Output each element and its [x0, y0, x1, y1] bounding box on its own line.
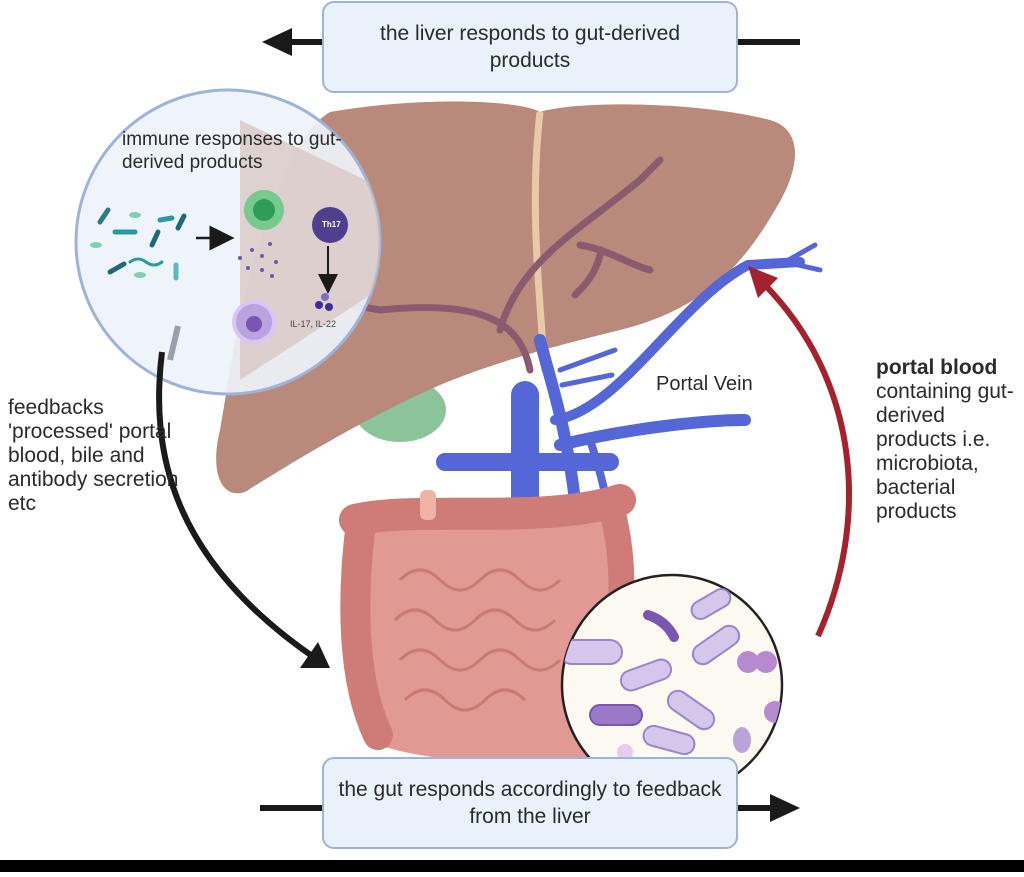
th17-label: Th17: [322, 220, 341, 229]
bottom-black-bar: [0, 860, 1024, 872]
hepatic-vessels: [316, 156, 664, 374]
portal-blood-annotation: portal blood containing gut-derived prod…: [876, 356, 1024, 524]
feedback-annotation: feedbacks 'processed' portal blood, bile…: [8, 396, 179, 515]
gut-response-box: the gut responds accordingly to feedback…: [322, 757, 738, 849]
cytokine-dots: [315, 293, 333, 311]
liver-to-gut-arrow: [156, 351, 320, 663]
immune-response-inset: [74, 88, 382, 396]
gut-to-liver-arrow: [759, 279, 852, 638]
th17-cell: [312, 207, 348, 243]
portal-blood-heading: portal blood: [876, 356, 998, 379]
inset-title: immune responses to gut-derived products: [122, 129, 342, 173]
macrophage-cell: [244, 190, 284, 230]
gut-bacteria-icons: [90, 207, 187, 281]
portal-blood-description: containing gut-derived products i.e. mic…: [876, 380, 1014, 523]
liver-response-box: the liver responds to gut-derived produc…: [322, 1, 738, 93]
portal-vein-label: Portal Vein: [656, 373, 753, 395]
antibody-icons: [238, 242, 278, 278]
cytokine-label: IL-17, IL-22: [290, 319, 337, 329]
top-flow-arrow: [262, 28, 800, 56]
bottom-flow-arrow: [260, 794, 800, 822]
dendritic-cell: [232, 300, 276, 344]
